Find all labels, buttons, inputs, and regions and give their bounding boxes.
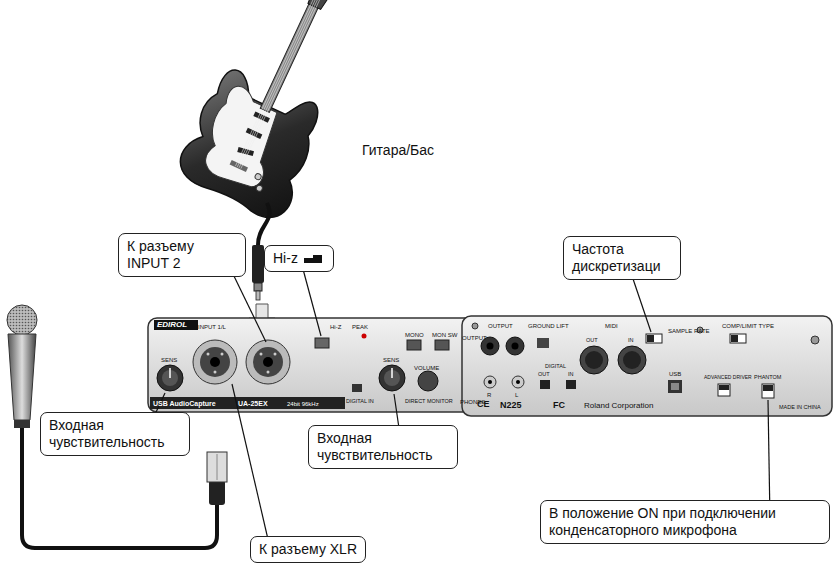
panel-marking: FC (553, 401, 565, 410)
callout-box: Входная чувствительность (308, 425, 458, 469)
panel-marking: USB AudioCapture (153, 400, 216, 407)
panel-marking: INPUT 1/L (198, 324, 226, 330)
panel-marking: OUTPUT (462, 335, 487, 341)
panel-marking: VOLUME (414, 365, 439, 371)
panel-marking: COMP/LIMIT TYPE (722, 323, 774, 329)
panel-marking: OUT (586, 338, 598, 344)
panel-marking: IN (628, 338, 634, 344)
panel-marking: MADE IN CHINA (779, 405, 821, 411)
panel-marking: EDIROL (157, 321, 187, 329)
callout-text: Входная чувствительность (49, 417, 165, 450)
panel-marking: 24bit 96kHz (287, 401, 319, 407)
microphone (7, 305, 37, 428)
panel-marking: UA-25EX (238, 400, 268, 407)
callout-text: В положение ON при подключении конденсат… (549, 505, 776, 538)
panel-marking: IN (568, 372, 574, 378)
panel-marking: Roland Corporation (584, 402, 653, 410)
callout-box: Частота дискретизаци (563, 236, 681, 280)
panel-marking: DIGITAL IN (346, 399, 374, 405)
panel-marking: SAMPLE RATE (668, 328, 710, 334)
panel-marking: SENS (161, 357, 177, 363)
panel-marking: DIGITAL (545, 364, 566, 370)
panel-marking: OUTPUT (488, 323, 513, 329)
cable (258, 203, 270, 245)
panel-marking: ADVANCED DRIVER (704, 375, 752, 380)
front-panel (148, 318, 500, 412)
callout-box: Hi-z (264, 245, 334, 272)
panel-marking: USB (669, 371, 681, 377)
callout-text: Входная чувствительность (317, 430, 433, 463)
callout-text: К разъему XLR (259, 541, 357, 557)
panel-marking: Hi-Z (330, 324, 341, 330)
callout-text: Hi-z (273, 250, 298, 266)
callout-text: Частота дискретизаци (572, 241, 661, 274)
callout-box: Входная чувствительность (40, 412, 190, 456)
callout-box: К разъему XLR (250, 536, 366, 563)
panel-marking: GROUND LIFT (528, 323, 569, 329)
callout-text: К разъему INPUT 2 (127, 238, 194, 271)
xlr-plug (209, 480, 225, 505)
panel-marking: L (515, 392, 518, 398)
panel-marking: DIRECT MONITOR (405, 399, 453, 405)
guitar (172, 0, 383, 225)
panel-marking: MON SW (432, 332, 457, 338)
instrument-label: Гитара/Бас (362, 143, 434, 157)
rear-panel (462, 316, 832, 416)
jack-plug (252, 245, 264, 283)
panel-marking: MONO (405, 332, 424, 338)
panel-marking: N225 (500, 401, 522, 410)
panel-marking: OUT (538, 372, 550, 378)
panel-marking: SENS (383, 357, 399, 363)
callout-box: В положение ON при подключении конденсат… (540, 500, 830, 544)
switch-icon (303, 254, 325, 264)
panel-marking: R (487, 392, 491, 398)
panel-marking: PEAK (352, 324, 368, 330)
panel-marking: MIDI (605, 323, 618, 329)
panel-marking: PHANTOM (754, 375, 781, 381)
panel-marking: CE (477, 400, 490, 409)
callout-box: К разъему INPUT 2 (118, 233, 246, 277)
